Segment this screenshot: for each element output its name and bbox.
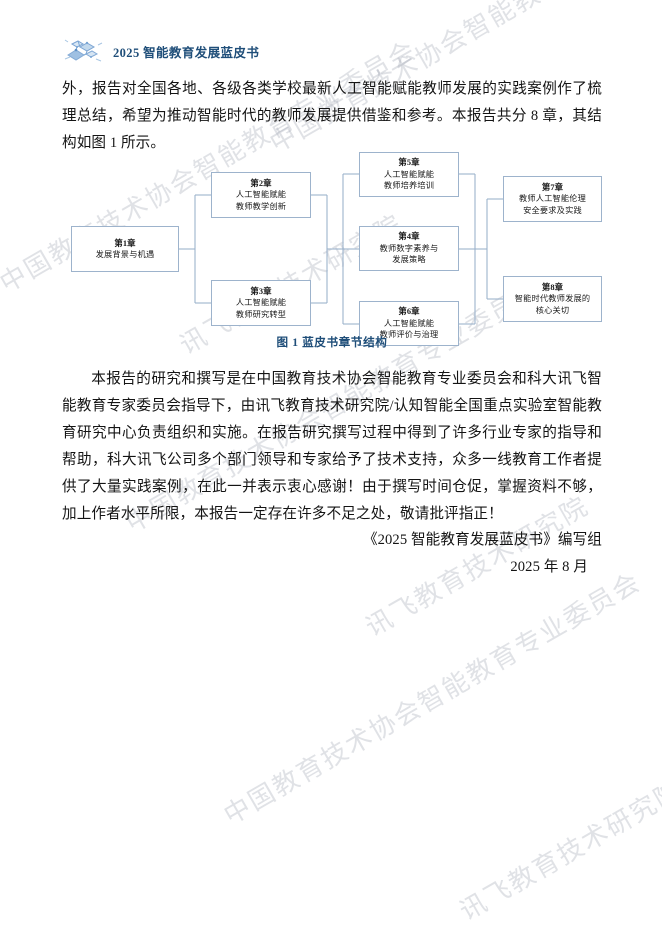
figure-node-ch3: 第3章 人工智能赋能 教师研究转型 — [211, 280, 311, 326]
signature-block: 《2025 智能教育发展蓝皮书》编写组 2025 年 8 月 — [62, 527, 602, 581]
header-title: 2025 智能教育发展蓝皮书 — [113, 45, 260, 60]
figure-node-ch2: 第2章 人工智能赋能 教师教学创新 — [211, 172, 311, 218]
node-title-label: 人工智能赋能 教师教学创新 — [235, 190, 287, 211]
paragraph-one: 外，报告对全国各地、各级各类学校最新人工智能赋能教师发展的实践案例作了梳理总结，… — [62, 81, 602, 151]
node-chapter-label: 第1章 — [114, 238, 136, 248]
figure-node-ch6: 第6章 人工智能赋能 教师评价与治理 — [359, 301, 459, 346]
signature-date: 2025 年 8 月 — [510, 559, 588, 575]
figure-connector-lines — [179, 173, 503, 325]
watermark-text: 中国教育技术协会智能教育专业委员会 — [219, 567, 646, 831]
node-title-label: 人工智能赋能 教师研究转型 — [235, 298, 287, 319]
intro-paragraph-block: 外，报告对全国各地、各级各类学校最新人工智能赋能教师发展的实践案例作了梳理总结，… — [62, 76, 602, 157]
acknowledgement-paragraph-block: 本报告的研究和撰写是在中国教育技术协会智能教育专业委员会和科大讯飞智能教育专家委… — [62, 366, 602, 528]
node-title-label: 发展背景与机遇 — [95, 250, 155, 259]
node-chapter-label: 第4章 — [398, 232, 420, 242]
node-chapter-label: 第6章 — [398, 307, 420, 317]
node-chapter-label: 第8章 — [541, 282, 564, 292]
node-chapter-label: 第2章 — [250, 178, 272, 188]
figure-node-ch7: 第7章 教师人工智能伦理 安全要求及实践 — [503, 176, 602, 222]
figure-node-ch1: 第1章 发展背景与机遇 — [71, 226, 179, 272]
signature-author: 《2025 智能教育发展蓝皮书》编写组 — [362, 532, 602, 548]
node-title-label: 人工智能赋能 教师评价与治理 — [379, 318, 439, 340]
paragraph-two: 本报告的研究和撰写是在中国教育技术协会智能教育专业委员会和科大讯飞智能教育专家委… — [62, 371, 602, 522]
figure-node-ch4: 第4章 教师数字素养与 发展策略 — [359, 226, 459, 271]
node-title-label: 智能时代教师发展的 核心关切 — [514, 294, 591, 315]
node-chapter-label: 第5章 — [398, 158, 420, 168]
watermark-text: 讯飞教育技术研究院 — [455, 775, 662, 927]
node-chapter-label: 第3章 — [250, 286, 272, 296]
page-header: 2025 智能教育发展蓝皮书 — [62, 34, 259, 68]
chip-network-logo-icon — [64, 39, 103, 62]
node-title-label: 教师人工智能伦理 安全要求及实践 — [518, 194, 587, 215]
node-title-label: 教师数字素养与 发展策略 — [379, 243, 439, 265]
figure-canvas: 第1章 发展背景与机遇 第2章 人工智能赋能 教师教学创新 第3章 人工智能赋能… — [62, 152, 602, 352]
figure-node-ch8: 第8章 智能时代教师发展的 核心关切 — [503, 276, 602, 322]
node-chapter-label: 第7章 — [541, 182, 564, 192]
chapter-structure-figure: 第1章 发展背景与机遇 第2章 人工智能赋能 教师教学创新 第3章 人工智能赋能… — [62, 152, 602, 352]
figure-node-ch5: 第5章 人工智能赋能 教师培养培训 — [359, 152, 459, 197]
node-title-label: 人工智能赋能 教师培养培训 — [383, 169, 435, 191]
figure-caption: 图 1 蓝皮书章节结构 — [276, 336, 388, 349]
